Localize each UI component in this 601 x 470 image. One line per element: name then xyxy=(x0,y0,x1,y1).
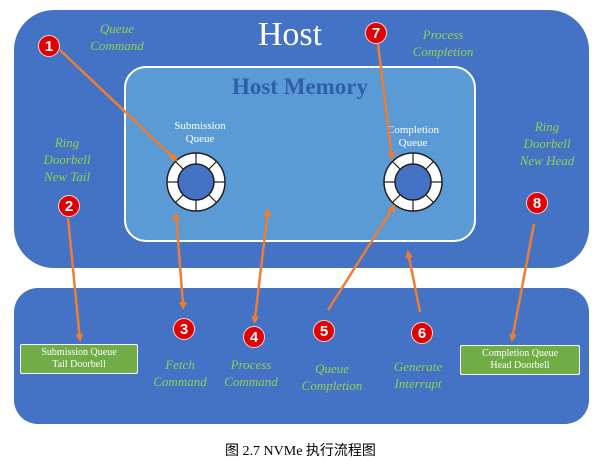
step-7-badge: 7 xyxy=(365,22,387,44)
arrow-5-queue-completion xyxy=(326,204,396,311)
step-1-label: Queue Command xyxy=(90,21,144,53)
completion-queue-ring-icon xyxy=(383,152,443,212)
arrow-6-generate-interrupt xyxy=(405,250,422,313)
completion-queue-label: Completion Queue xyxy=(387,124,439,149)
step-3-badge: 3 xyxy=(173,318,195,340)
arrow-3-fetch-command xyxy=(172,212,187,310)
step-6-label: Generate Interrupt xyxy=(393,359,443,391)
step-8-badge: 8 xyxy=(526,192,548,214)
step-4-badge: 4 xyxy=(243,326,265,348)
step-5-label: Queue Completion xyxy=(301,361,363,393)
completion-head-doorbell: Completion Queue Head Doorbell xyxy=(460,345,580,375)
figure-caption: 图 2.7 NVMe 执行流程图 xyxy=(225,444,376,459)
step-6-badge: 6 xyxy=(411,322,433,344)
arrow-8-ring-head-doorbell xyxy=(509,223,536,342)
step-2-label: Ring Doorbell New Tail xyxy=(43,135,91,184)
step-1-badge: 1 xyxy=(38,35,60,57)
arrow-4-process-command xyxy=(251,208,272,324)
submission-tail-doorbell: Submission Queue Tail Doorbell xyxy=(20,344,138,374)
step-7-label: Process Completion xyxy=(412,27,474,59)
submission-queue-ring-icon xyxy=(166,152,226,212)
arrow-1-queue-command xyxy=(59,49,178,162)
step-3-label: Fetch Command xyxy=(153,357,207,389)
step-2-badge: 2 xyxy=(58,195,80,217)
step-4-label: Process Command xyxy=(224,357,278,389)
arrow-7-process-completion xyxy=(376,43,396,160)
host-memory-title: Host Memory xyxy=(231,74,369,99)
arrow-2-ring-tail-doorbell xyxy=(66,217,84,342)
host-title: Host xyxy=(257,16,323,53)
submission-queue-label: Submission Queue xyxy=(174,120,226,145)
step-8-label: Ring Doorbell New Head xyxy=(519,119,575,168)
step-5-badge: 5 xyxy=(313,320,335,342)
